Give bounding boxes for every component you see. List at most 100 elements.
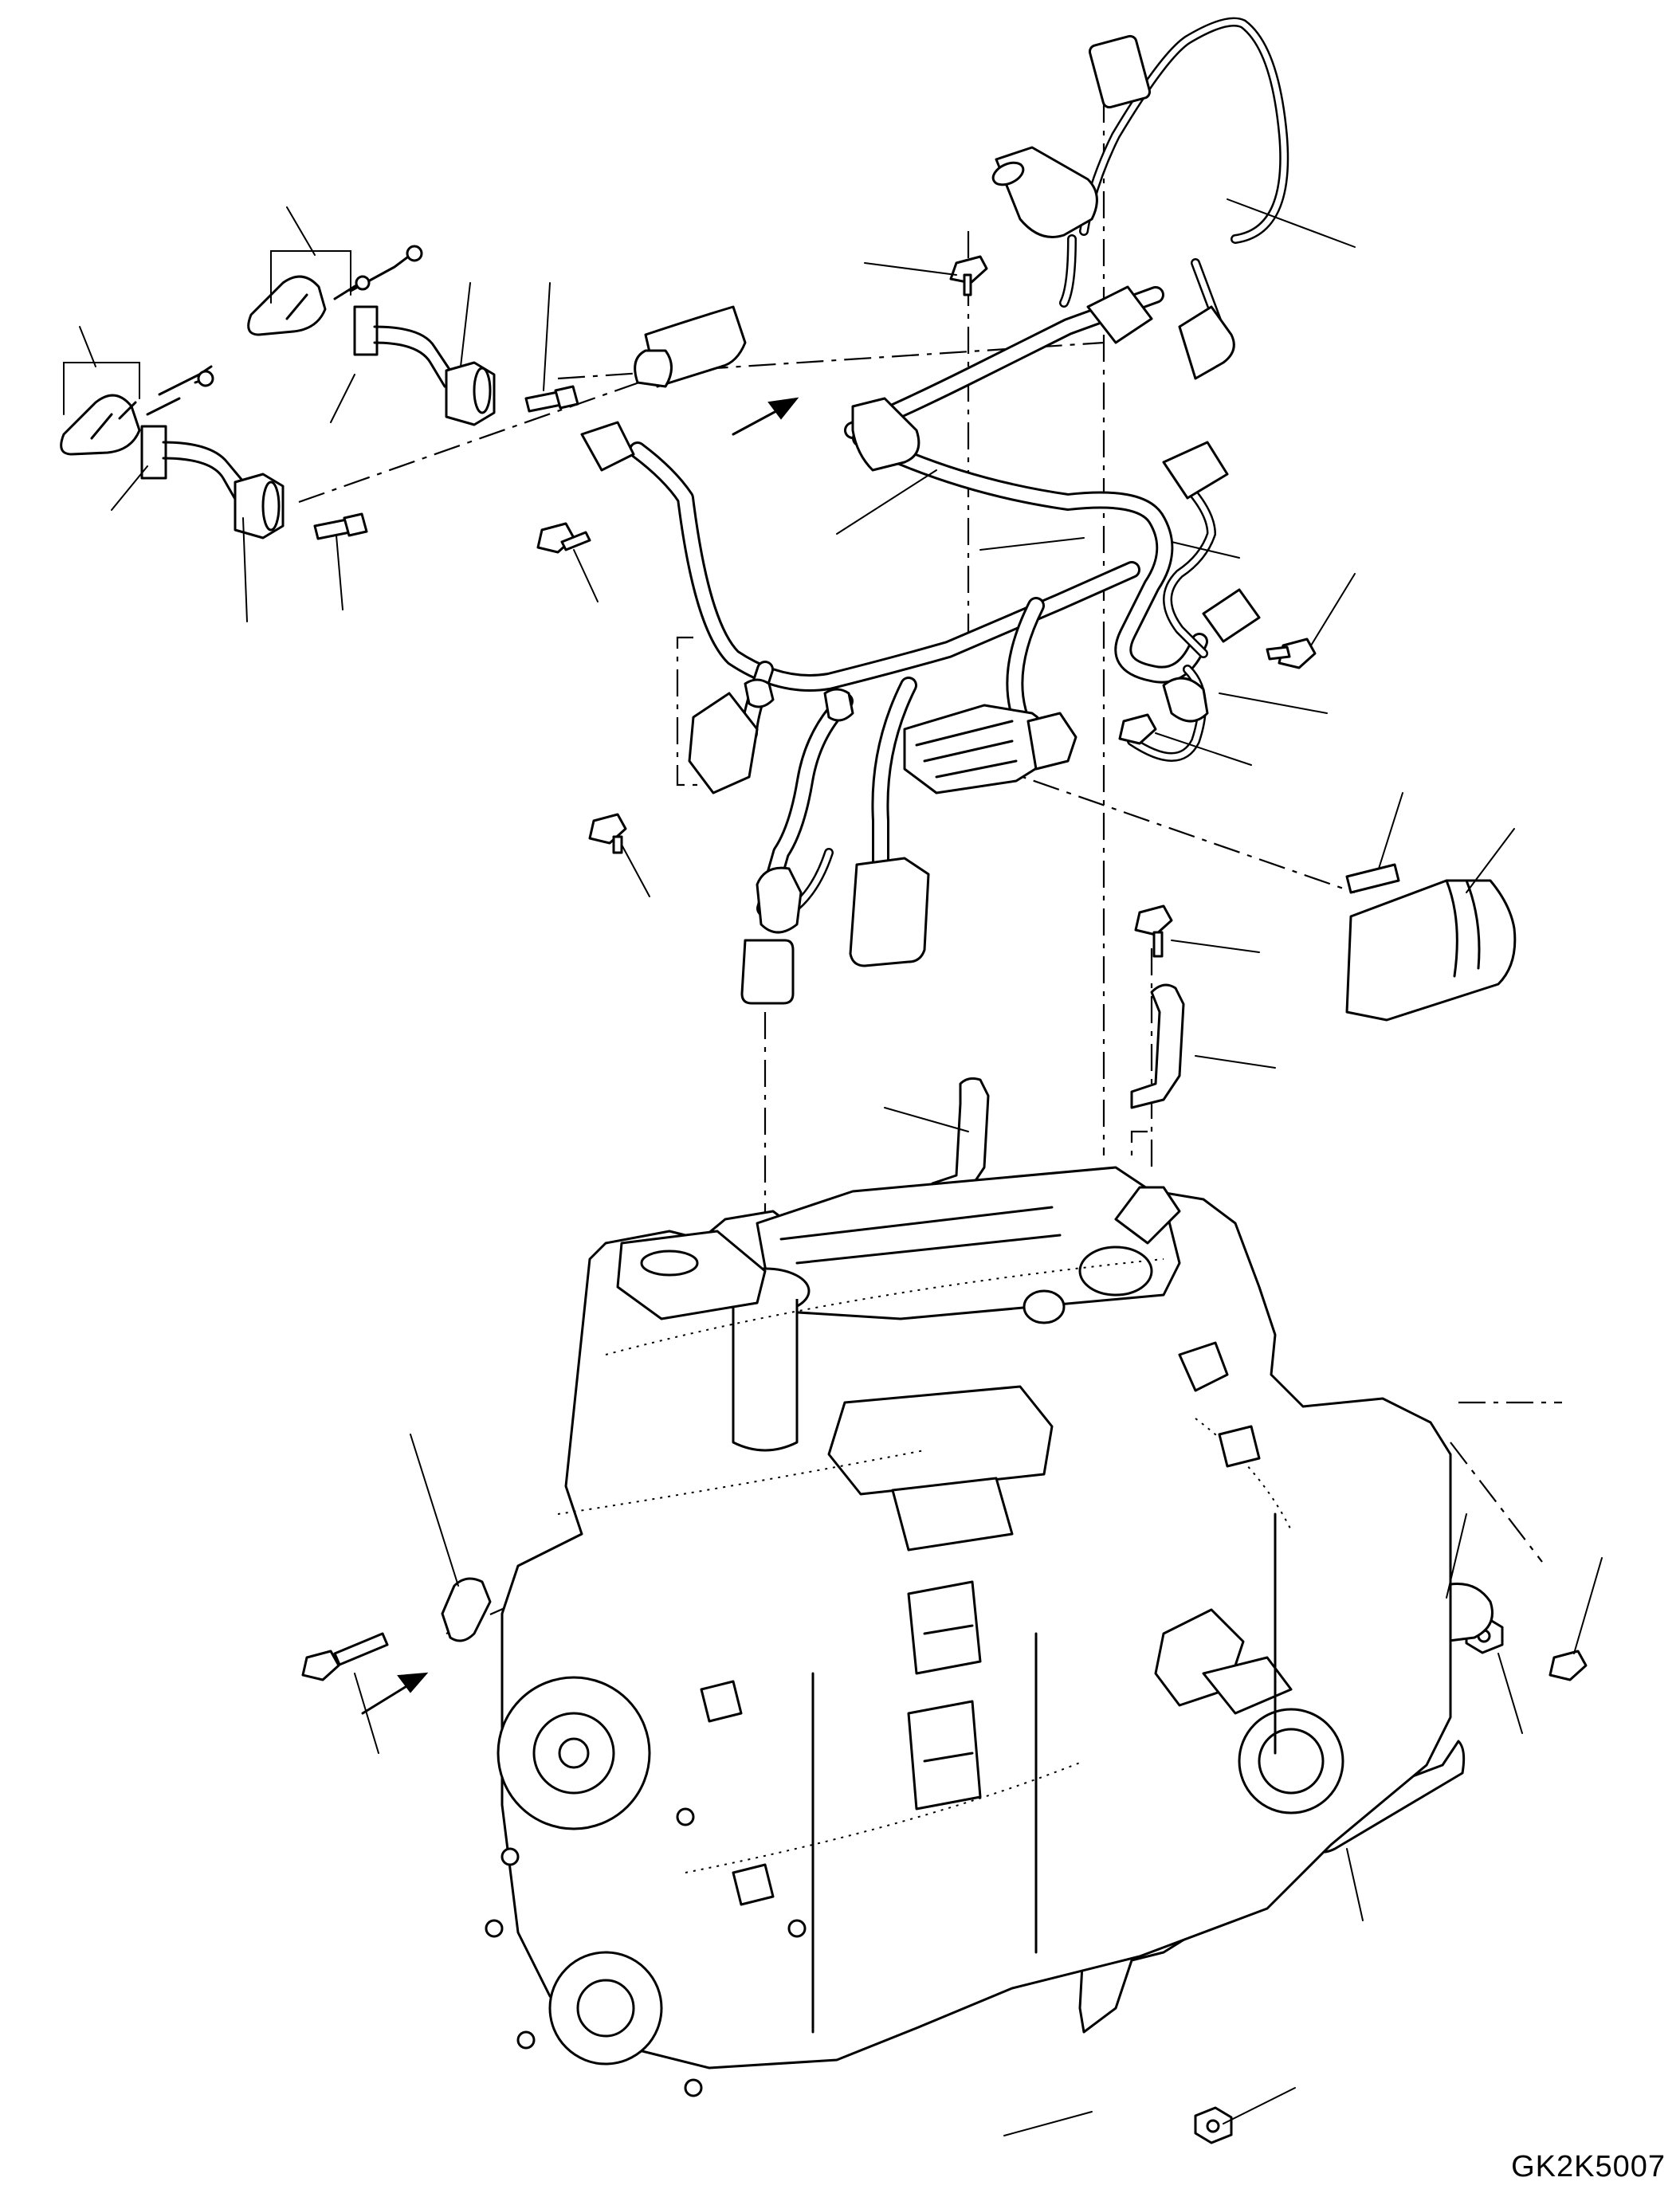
terminal-eye (197, 370, 214, 387)
engine-contour (811, 1512, 1277, 2034)
sensor-port-icon (732, 1863, 775, 1906)
assembly-line (676, 636, 701, 787)
drawing-code: GK2K5007 (1511, 2150, 1666, 2183)
leader-line (1171, 940, 1260, 953)
bolt-icon (301, 1632, 389, 1681)
leader-line (330, 374, 355, 423)
lead-wires (285, 253, 412, 320)
injector-block-icon (891, 1477, 1014, 1552)
ring-terminal-icon (60, 394, 141, 456)
nut-icon (1194, 2106, 1233, 2144)
ring-terminal-icon (247, 275, 327, 336)
assembly-line (1130, 1130, 1148, 1155)
sensor-connector-icon (688, 692, 759, 794)
leader-line (1573, 1557, 1603, 1654)
arrow-icon (397, 1672, 429, 1693)
terminal-eye (355, 275, 371, 291)
leader-line (410, 1434, 459, 1587)
sensor-connector-icon (740, 939, 795, 1005)
label-plate-icon (907, 1580, 982, 1675)
leader-line (543, 282, 551, 391)
cover-icon (1345, 879, 1517, 1022)
leader-line (1446, 1513, 1467, 1599)
lead-clip (140, 425, 167, 480)
engine-detail (557, 1258, 1292, 1873)
bolt-icon (1134, 904, 1173, 958)
leader-line (573, 549, 599, 602)
bolt-icon (536, 522, 591, 554)
valve-cover-icon (756, 1166, 1181, 1320)
leader-line (1223, 2087, 1296, 2124)
label-plate-icon (907, 1700, 982, 1811)
leader-line (1195, 1055, 1276, 1069)
bracket-icon (441, 1577, 492, 1642)
bolt-icon (554, 385, 579, 410)
clamp-icon (823, 688, 854, 722)
leader-line (864, 262, 957, 276)
sensor-connector-icon (849, 857, 930, 967)
flywheel-housing-icon (1258, 1728, 1325, 1795)
leader-line (79, 326, 96, 367)
leader-line (1171, 541, 1240, 559)
leader-line (1227, 198, 1356, 248)
bolt-icon (1118, 713, 1157, 745)
sensor-port-icon (1218, 1425, 1261, 1468)
leader-line (1003, 2111, 1093, 2136)
filler-port-icon (1023, 1289, 1066, 1324)
filler-port-icon (1078, 1246, 1153, 1297)
bolts (301, 255, 1588, 1681)
crank-pulley-icon (576, 1979, 635, 2038)
leader-line (111, 465, 148, 511)
bolt-icon (588, 813, 627, 854)
clamp-icon (1162, 677, 1209, 723)
bolt-icon (1549, 1650, 1588, 1681)
lead-wires (373, 325, 455, 400)
assembly-line (987, 763, 1356, 894)
engine-bolt-head (516, 2030, 536, 2050)
label-plate-icon (923, 1624, 974, 1763)
sensor-connector-icon (1162, 441, 1229, 500)
bracket-icon (1130, 983, 1185, 1109)
bolt-icon (949, 255, 988, 296)
leader-line (286, 206, 316, 256)
connector-boot-icon (634, 349, 673, 388)
lead-wires (162, 457, 241, 508)
engine-bolt-head (676, 1807, 695, 1826)
leader-line (621, 844, 650, 897)
leader-line (336, 535, 343, 610)
round-connector-icon (473, 367, 492, 414)
valve-cover-icon (779, 1206, 1062, 1265)
leader-line (884, 1107, 969, 1132)
harness-trunk (629, 441, 1140, 692)
leader-line (1155, 732, 1252, 766)
bolt-icon (343, 512, 368, 537)
sensor-port-icon (1178, 1341, 1229, 1392)
leader-line (63, 362, 140, 415)
nut-icon (1206, 2119, 1220, 2133)
leader-line (354, 1673, 379, 1754)
timing-gear-icon (558, 1737, 590, 1769)
leader-line (270, 250, 351, 304)
sensor-connector-icon (756, 866, 803, 934)
leader-line (1310, 573, 1356, 646)
leader-lines (63, 198, 1603, 2136)
sensor-connector-icon (995, 146, 1098, 238)
sensor-connector-icon (1086, 285, 1153, 344)
pump-icon (1202, 1656, 1293, 1715)
engine-bolt-head (500, 1847, 520, 1866)
ecu-connector-ribs (915, 720, 1018, 779)
leader-line (242, 517, 248, 622)
connector-cover (1345, 863, 1517, 1022)
leader-line (1346, 1848, 1364, 1921)
sensor-connector-icon (1202, 588, 1261, 643)
exhaust-manifold-icon (640, 1250, 699, 1277)
clamp-icon (851, 397, 920, 472)
intake-manifold-icon (827, 1385, 1054, 1496)
assembly-line (1450, 1442, 1543, 1563)
assembly-arrows (361, 397, 799, 1715)
engine-bolt-head (485, 1919, 504, 1938)
sensor-connector-icon (1178, 305, 1235, 380)
bolt-icon (1345, 863, 1400, 894)
oil-filler-tube-icon (732, 1299, 799, 1452)
